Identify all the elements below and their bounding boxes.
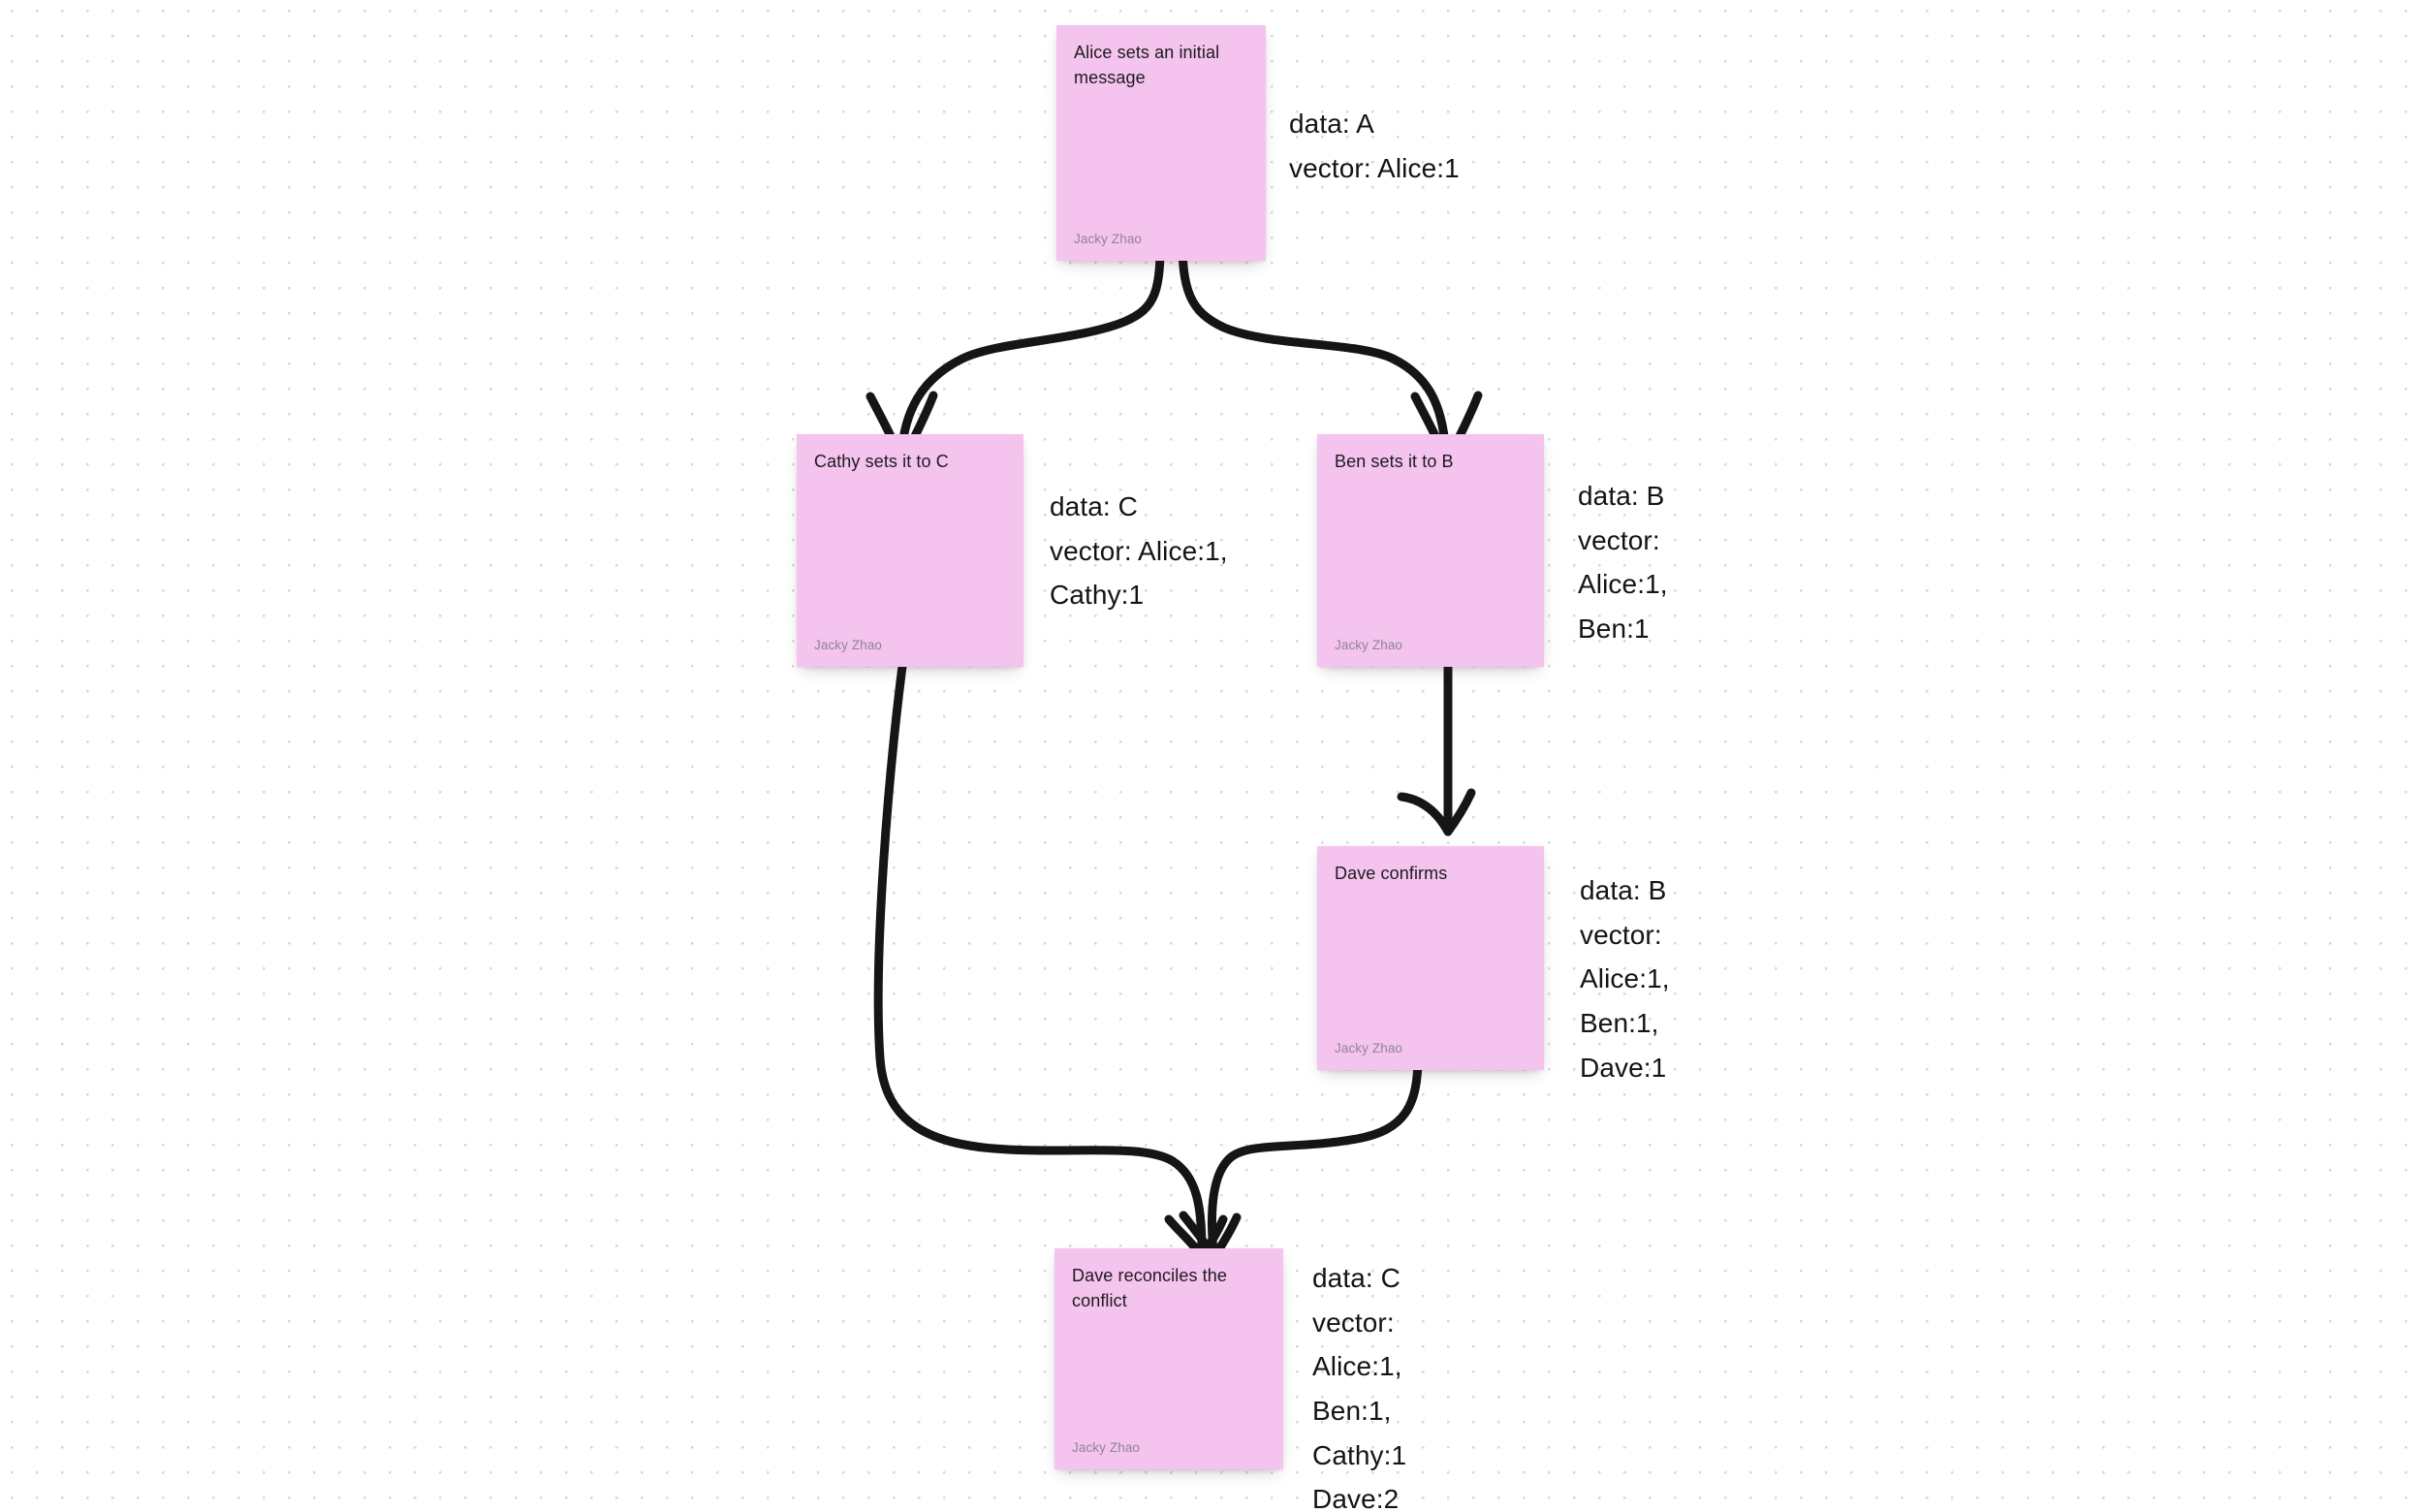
sticky-note-cathy[interactable]: Cathy sets it to C Jacky Zhao [797,434,1023,667]
state-label-ben[interactable]: data: B vector: Alice:1, Ben:1 [1578,481,1668,644]
edge-alice-to-cathy [865,226,1165,469]
note-author: Jacky Zhao [1074,231,1143,246]
note-title: Dave confirms [1335,864,1448,883]
sticky-note-dave-reconciles[interactable]: Dave reconciles the conflict Jacky Zhao [1054,1248,1283,1469]
edge-alice-to-ben [1178,228,1483,469]
note-author: Jacky Zhao [814,637,883,652]
sticky-note-ben[interactable]: Ben sets it to B Jacky Zhao [1317,434,1544,667]
edge-dave-confirms-to-dave-reconciles [1179,1052,1423,1263]
note-author: Jacky Zhao [1335,637,1403,652]
state-label-dave-confirms[interactable]: data: B vector: Alice:1, Ben:1, Dave:1 [1580,875,1670,1083]
state-label-cathy[interactable]: data: C vector: Alice:1, Cathy:1 [1050,491,1228,611]
note-title: Dave reconciles the conflict [1072,1266,1227,1310]
sticky-note-dave-confirms[interactable]: Dave confirms Jacky Zhao [1317,846,1544,1070]
note-title: Alice sets an initial message [1074,43,1220,87]
state-label-alice[interactable]: data: A vector: Alice:1 [1289,109,1460,183]
note-author: Jacky Zhao [1335,1040,1403,1055]
edge-ben-to-dave-confirms [1397,640,1476,836]
note-title: Ben sets it to B [1335,452,1454,471]
note-author: Jacky Zhao [1072,1439,1141,1455]
sticky-note-alice[interactable]: Alice sets an initial message Jacky Zhao [1056,25,1266,261]
note-title: Cathy sets it to C [814,452,949,471]
state-label-dave-reconciles[interactable]: data: C vector: Alice:1, Ben:1, Cathy:1 … [1312,1263,1407,1512]
edge-cathy-to-dave-reconciles [873,646,1228,1261]
